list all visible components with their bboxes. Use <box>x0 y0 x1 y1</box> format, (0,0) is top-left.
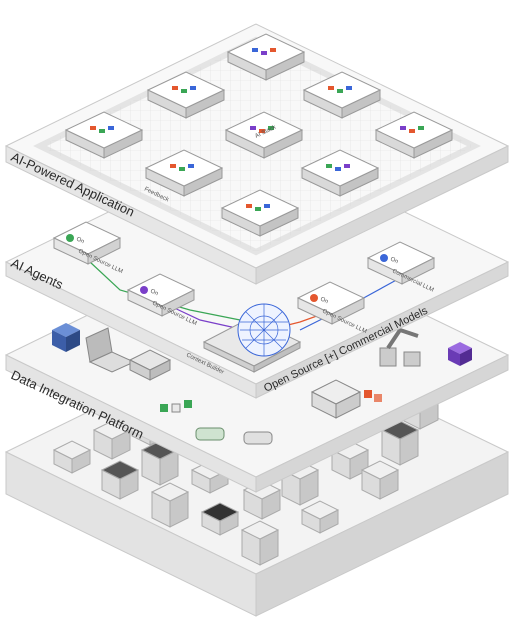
data-block <box>200 502 240 536</box>
tile-bars[interactable] <box>374 111 454 159</box>
tile-ai-stack[interactable]: AI Stack <box>224 111 304 159</box>
agent-card-status: On <box>319 296 329 305</box>
data-block <box>52 440 92 474</box>
data-block <box>300 500 340 534</box>
neural-network-icon <box>237 303 291 357</box>
tile-table-glyph <box>90 126 114 133</box>
cars-icon <box>195 427 273 445</box>
tile-compass[interactable] <box>226 33 306 81</box>
tile-curve[interactable] <box>144 149 224 197</box>
data-block <box>150 482 190 528</box>
tile-curve-glyph <box>170 164 194 171</box>
tile-flowchart-glyph <box>172 86 196 93</box>
tile-radar[interactable] <box>302 71 382 119</box>
tile-table[interactable] <box>64 111 144 159</box>
tile-ai-stack-glyph <box>250 126 274 133</box>
data-block <box>100 460 140 500</box>
tile-kanban[interactable] <box>300 149 380 197</box>
tile-histogram-glyph <box>246 204 270 211</box>
tile-compass-glyph <box>252 48 276 55</box>
agent-card-status: On <box>149 288 159 297</box>
tile-bars-glyph <box>400 126 424 133</box>
warehouse-icon <box>310 379 362 419</box>
data-block <box>92 420 132 460</box>
server-icon <box>52 323 80 352</box>
agent-card-status: On <box>75 236 85 245</box>
laptop-icon <box>85 327 136 373</box>
data-block <box>240 520 280 566</box>
robot-arm-icon <box>379 327 421 367</box>
tile-flowchart[interactable] <box>146 71 226 119</box>
agent-card-status: On <box>389 256 399 265</box>
data-block <box>360 460 400 500</box>
boxes-icon <box>160 390 382 413</box>
purple-box-icon <box>448 342 472 366</box>
tile-histogram[interactable] <box>220 189 300 237</box>
tile-kanban-glyph <box>326 164 350 171</box>
tile-radar-glyph <box>328 86 352 93</box>
database-icon <box>128 349 172 381</box>
